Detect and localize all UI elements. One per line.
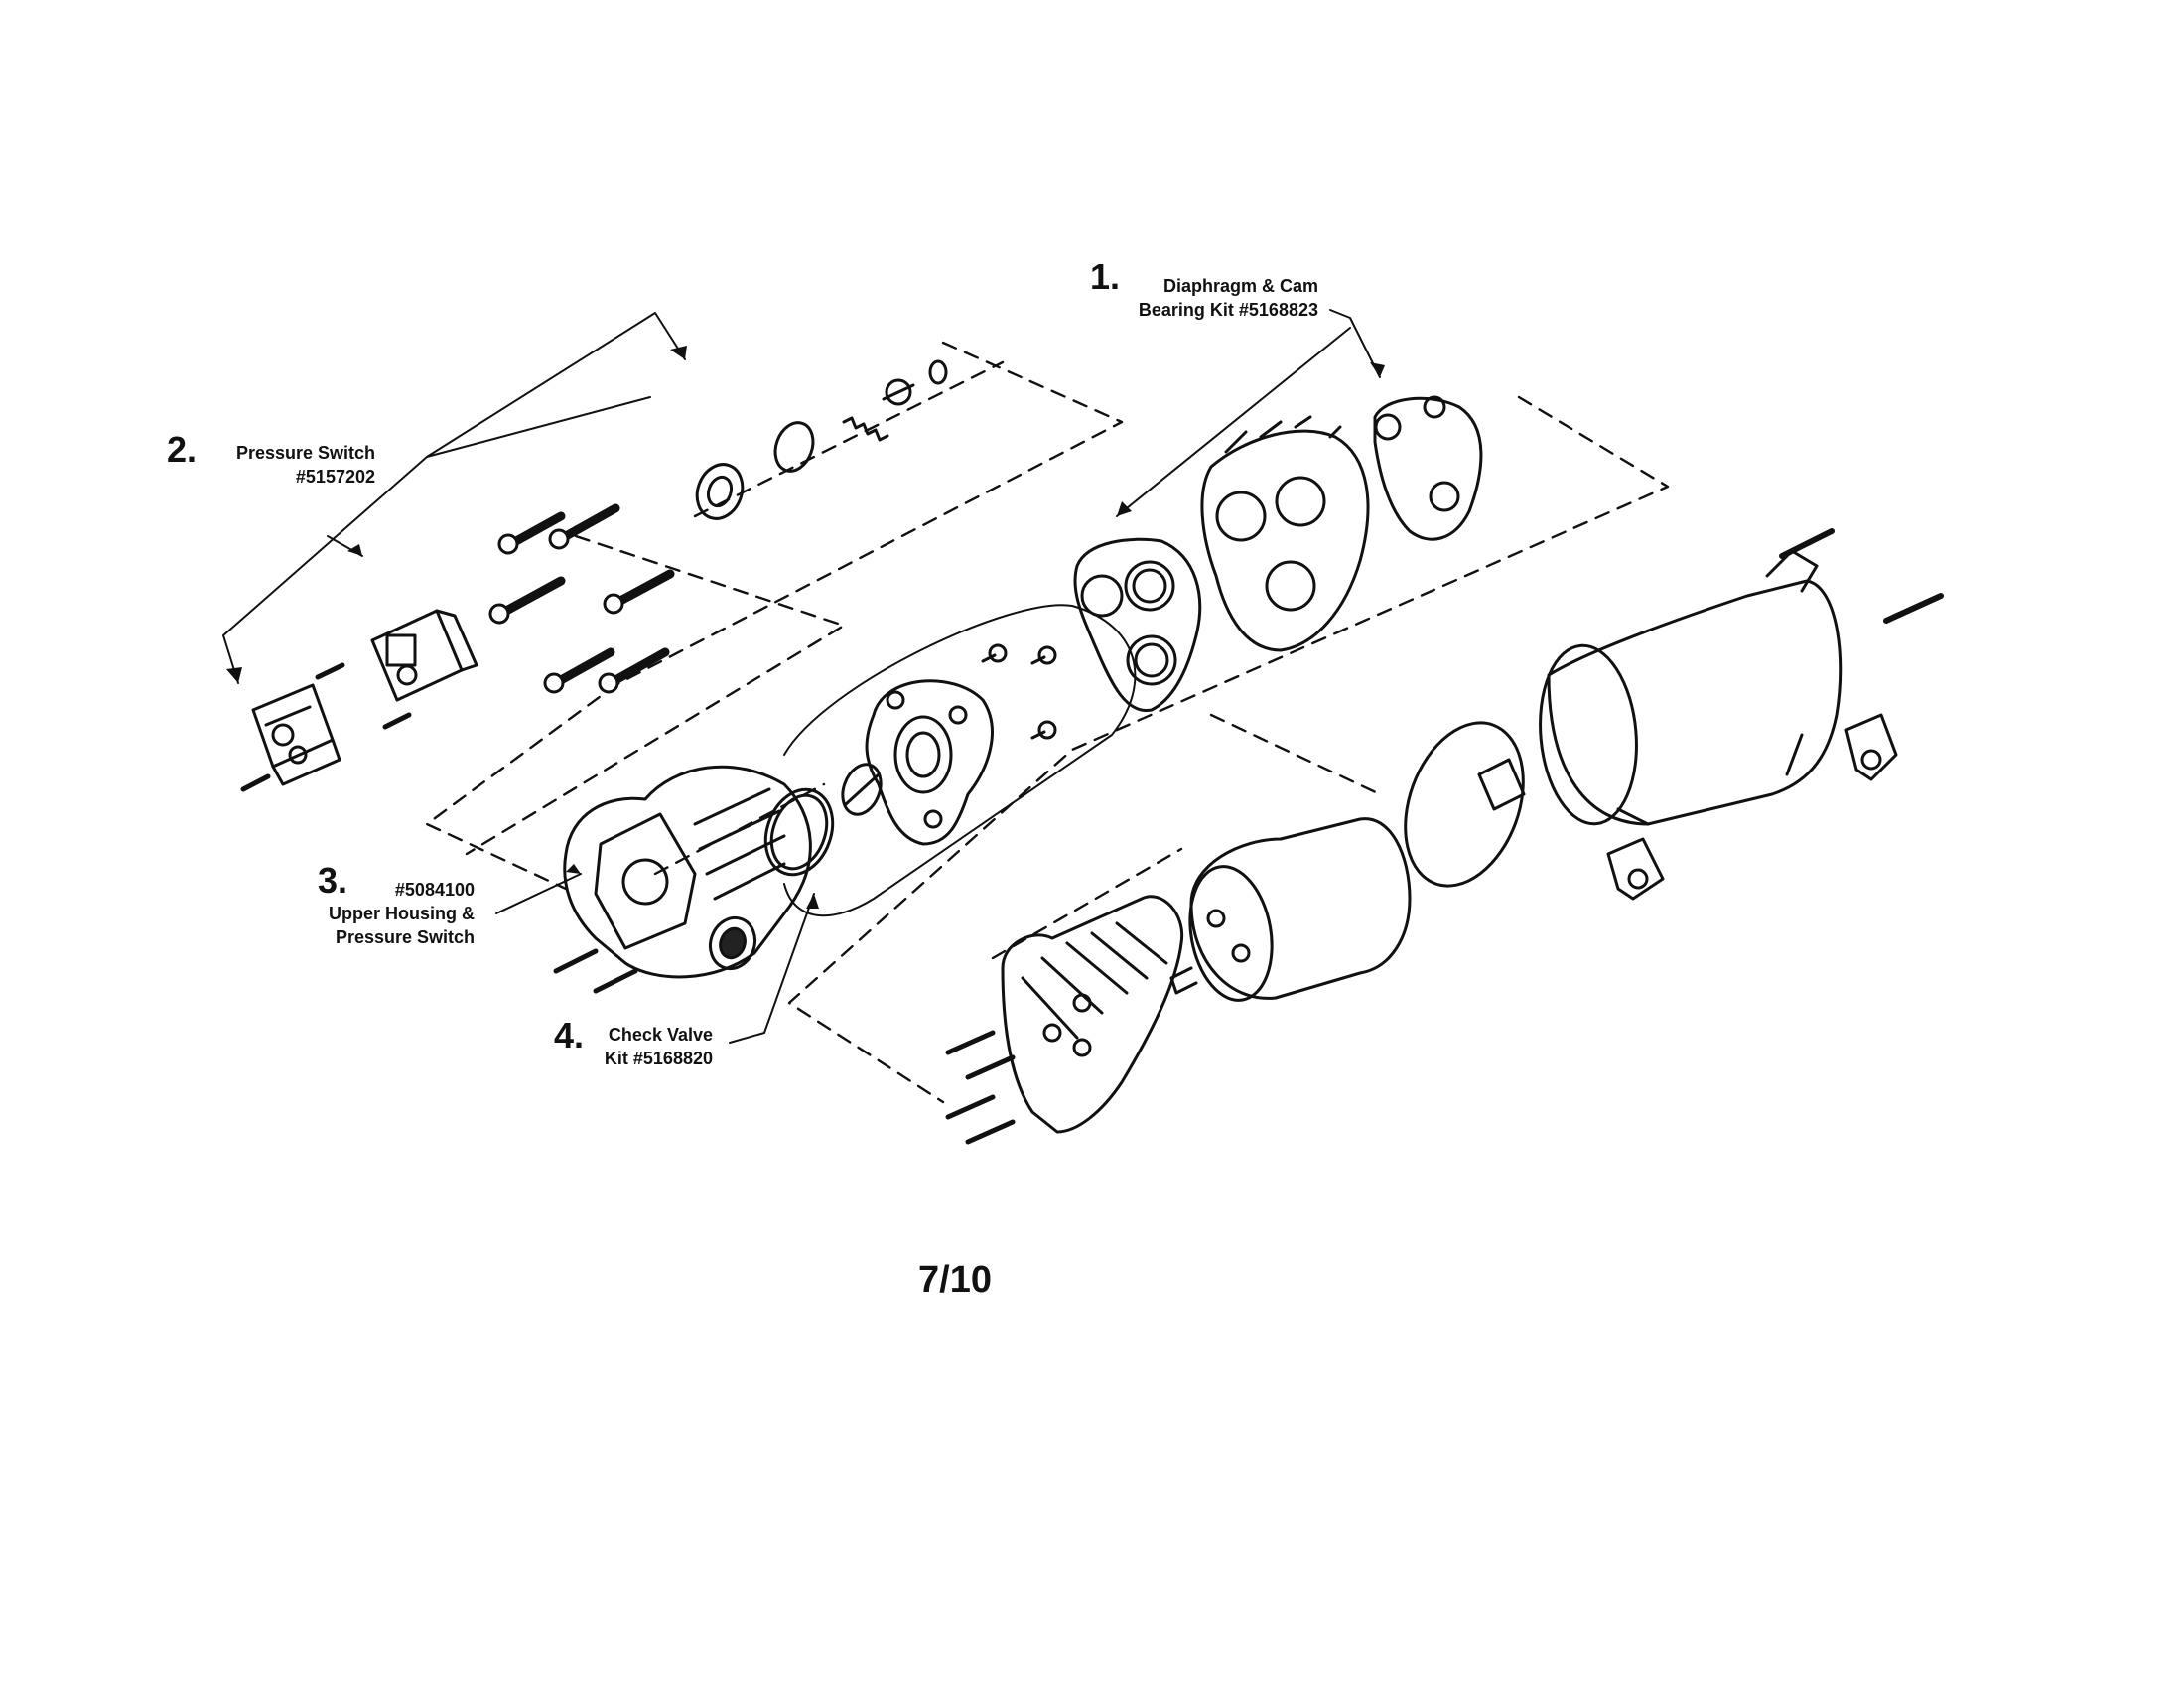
diaphragm bbox=[1073, 537, 1202, 712]
callout-3-line3: Pressure Switch bbox=[335, 927, 475, 947]
callout-4-number: 4. bbox=[554, 1015, 585, 1055]
callout-3-text: #5084100 Upper Housing & Pressure Switch bbox=[308, 878, 475, 949]
valve-seal-ring bbox=[695, 463, 745, 520]
check-valve-body bbox=[865, 679, 994, 846]
pressure-switch-body bbox=[370, 609, 478, 702]
callout-2-text: Pressure Switch #5157202 bbox=[216, 441, 375, 489]
callout-3-line2: Upper Housing & bbox=[329, 904, 475, 923]
check-valve-boundary bbox=[783, 604, 1137, 917]
callout-2-number: 2. bbox=[167, 429, 198, 470]
motor-shaft-coupler bbox=[1477, 758, 1526, 811]
check-valve-o-ring bbox=[763, 787, 835, 877]
switch-screws bbox=[240, 662, 412, 792]
housing-screws bbox=[501, 503, 675, 685]
valve-poppet bbox=[882, 378, 915, 406]
leader-arrowheads bbox=[226, 346, 1385, 909]
callout-3-number: 3. bbox=[318, 860, 348, 901]
callout-4-line2: Kit #5168820 bbox=[604, 1049, 713, 1068]
motor-armature bbox=[1169, 817, 1412, 1002]
callout-3: 3. bbox=[318, 860, 347, 902]
cam-bearing-housing bbox=[1200, 415, 1370, 652]
callout-2-line1: Pressure Switch bbox=[235, 443, 375, 463]
callout-1: 1. bbox=[1090, 256, 1120, 298]
callout-1-line2: Bearing Kit #5168823 bbox=[1138, 300, 1318, 320]
upper-housing bbox=[563, 765, 812, 979]
motor-can bbox=[1539, 549, 1843, 826]
callout-1-text: Diaphragm & Cam Bearing Kit #5168823 bbox=[1102, 274, 1318, 322]
callout-3-line1: #5084100 bbox=[394, 880, 475, 900]
cam-bearing bbox=[1373, 395, 1483, 541]
callout-4: 4. bbox=[554, 1015, 584, 1056]
page-number: 7/10 bbox=[918, 1259, 992, 1301]
callout-1-line1: Diaphragm & Cam bbox=[1162, 276, 1318, 296]
fan-screws bbox=[945, 1030, 1016, 1145]
callout-4-text: Check Valve Kit #5168820 bbox=[594, 1023, 713, 1070]
screw-heads bbox=[488, 528, 624, 694]
callout-4-line1: Check Valve bbox=[608, 1025, 713, 1045]
valve-washer bbox=[928, 359, 948, 385]
valve-rivets bbox=[981, 643, 1057, 740]
pressure-switch-cover bbox=[251, 683, 341, 786]
callout-leaders bbox=[222, 309, 1381, 1044]
housing-small-screws bbox=[553, 948, 638, 994]
callout-2: 2. bbox=[167, 429, 197, 471]
callout-2-line2: #5157202 bbox=[295, 467, 375, 487]
motor-fan-housing bbox=[1001, 895, 1184, 1134]
mounting-brackets bbox=[1606, 713, 1898, 901]
valve-spring bbox=[842, 416, 889, 442]
callout-1-number: 1. bbox=[1090, 256, 1121, 297]
motor-gasket-ring bbox=[1404, 721, 1525, 888]
valve-o-ring bbox=[773, 421, 815, 473]
motor-screws bbox=[1779, 528, 1944, 624]
